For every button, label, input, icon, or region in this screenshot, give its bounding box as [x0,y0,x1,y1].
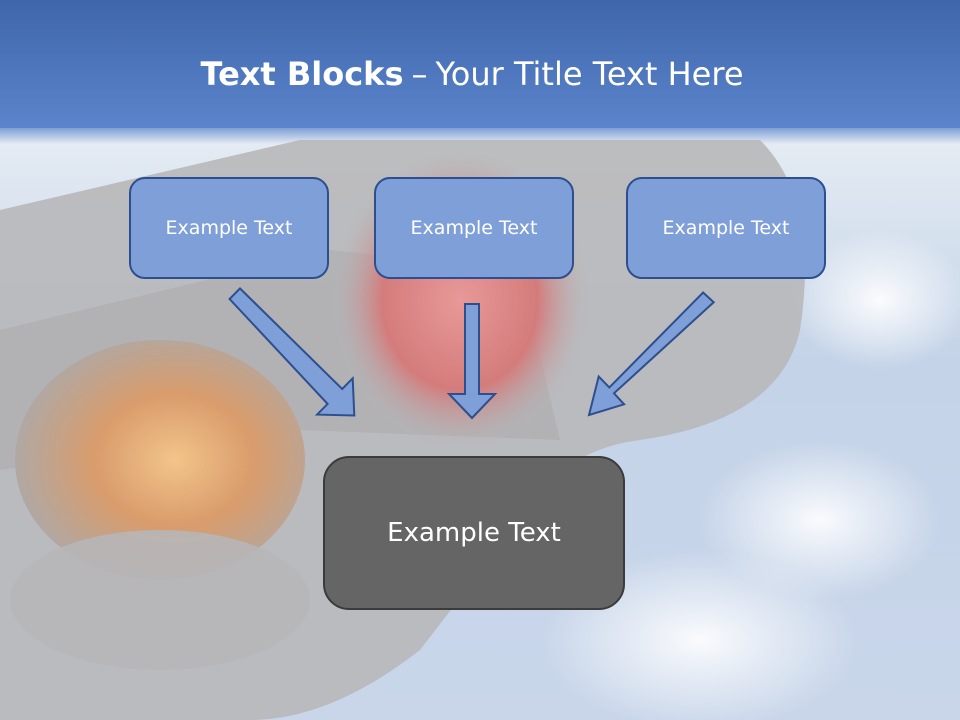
text-block-middle: Example Text [374,177,574,279]
arrow-left [228,286,356,417]
arrow-right [587,291,716,417]
title-bold-text: Text Blocks [200,55,404,93]
text-block-left: Example Text [129,177,329,279]
text-block-middle-label: Example Text [410,217,538,239]
title-rest-text: Your Title Text Here [435,55,744,93]
arrow-middle [446,303,498,420]
text-block-left-label: Example Text [165,217,293,239]
text-block-bottom: Example Text [323,456,625,610]
text-block-bottom-label: Example Text [387,518,561,548]
text-block-right: Example Text [626,177,826,279]
slide-title: Text Blocks–Your Title Text Here [0,52,944,96]
text-block-right-label: Example Text [662,217,790,239]
title-separator: – [411,55,428,93]
